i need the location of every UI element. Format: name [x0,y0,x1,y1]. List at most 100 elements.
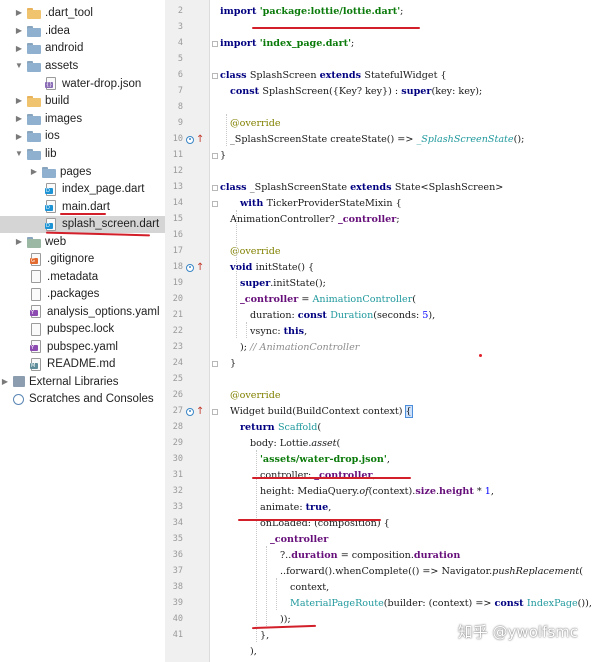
code-line-40[interactable]: )); [280,612,291,628]
line-number: 30 [172,454,183,464]
code-line-35[interactable]: _controller [270,532,328,548]
line-number: 7 [177,86,183,96]
code-line-24[interactable]: } [230,356,236,372]
code-line-14[interactable]: with TickerProviderStateMixin { [240,196,402,212]
fold-toggle-icon[interactable] [212,41,218,47]
code-line-30[interactable]: 'assets/water-drop.json', [260,452,390,468]
chevron-right-icon[interactable]: ▶ [15,131,23,141]
tree-item-external-libraries[interactable]: ▶ External Libraries [0,373,165,391]
tree-item-assets[interactable]: ▼ assets [0,57,165,75]
line-number: 27 [172,406,183,416]
code-line-17[interactable]: @override [230,244,281,260]
code-line-9[interactable]: @override [230,116,281,132]
code-line-37[interactable]: ..forward().whenComplete(() => Navigator… [280,564,583,580]
code-token: size [415,486,436,497]
code-line-18[interactable]: void initState() { [230,260,314,276]
code-line-33[interactable]: animate: true, [260,500,331,516]
editor-gutter: 1234567891011121314151617181920212223242… [165,0,210,662]
implements-arrow-icon[interactable]: ↑ [196,134,205,145]
chevron-right-icon[interactable]: ▶ [15,8,23,18]
fold-toggle-icon[interactable] [212,409,218,415]
fold-toggle-icon[interactable] [212,361,218,367]
implements-arrow-icon[interactable]: ↑ [196,406,205,417]
code-line-1[interactable]: import 'package:flutter/material.dart'; [220,0,426,4]
fold-toggle-icon[interactable] [212,73,218,79]
code-line-26[interactable]: @override [230,388,281,404]
tree-item-idea[interactable]: ▶ .idea [0,22,165,40]
code-line-19[interactable]: super.initState(); [240,276,326,292]
code-line-10[interactable]: _SplashScreenState createState() => _Spl… [230,132,524,148]
tree-item-dart-tool[interactable]: ▶ .dart_tool [0,4,165,22]
code-token: _controller [270,534,329,545]
code-token: ), [250,646,257,657]
chevron-right-icon[interactable]: ▶ [15,114,23,124]
chevron-right-icon[interactable]: ▶ [1,377,9,387]
chevron-right-icon[interactable]: ▶ [15,96,23,106]
tree-item-pages[interactable]: ▶ pages [0,163,165,181]
tree-item-pubspec-lock[interactable]: pubspec.lock [0,321,165,339]
code-line-27[interactable]: Widget build(BuildContext context) { [230,404,413,420]
code-token: Widget build(BuildContext context) [230,406,406,417]
code-token: _SplashScreenState [249,182,351,193]
tree-item-build[interactable]: ▶ build [0,92,165,110]
tree-item-readme[interactable]: M README.md [0,356,165,374]
code-line-20[interactable]: _controller = AnimationController( [240,292,416,308]
indent-guide [246,322,247,338]
tree-item-lib[interactable]: ▼ lib [0,145,165,163]
code-line-15[interactable]: AnimationController? _controller; [230,212,400,228]
chevron-right-icon[interactable]: ▶ [15,237,23,247]
tree-item-pubspec-yaml[interactable]: Y pubspec.yaml [0,338,165,356]
code-line-21[interactable]: duration: const Duration(seconds: 5), [250,308,435,324]
code-line-31[interactable]: controller: _controller, [260,468,376,484]
tree-item-water-drop-json[interactable]: {} water-drop.json [0,75,165,93]
code-line-11[interactable]: } [220,148,226,164]
tree-item-scratches[interactable]: Scratches and Consoles [0,391,165,409]
chevron-down-icon[interactable]: ▼ [15,149,23,159]
line-number: 14 [172,198,183,208]
code-line-41[interactable]: }, [260,628,269,644]
chevron-right-icon[interactable]: ▶ [15,43,23,53]
override-marker-icon[interactable] [186,407,194,416]
code-line-7[interactable]: const SplashScreen({Key? key}) : super(k… [230,84,482,100]
implements-arrow-icon[interactable]: ↑ [196,262,205,273]
code-line-32[interactable]: height: MediaQuery.of(context).size.heig… [260,484,494,500]
tree-item-web[interactable]: ▶ web [0,233,165,251]
fold-toggle-icon[interactable] [212,185,218,191]
code-line-42[interactable]: ), [250,644,257,660]
chevron-right-icon[interactable]: ▶ [30,167,38,177]
tree-item-images[interactable]: ▶ images [0,110,165,128]
fold-toggle-icon[interactable] [212,153,218,159]
override-marker-icon[interactable] [186,263,194,272]
tree-item-packages[interactable]: .packages [0,286,165,304]
code-line-29[interactable]: body: Lottie.asset( [250,436,340,452]
code-line-34[interactable]: onLoaded: (composition) { [260,516,390,532]
code-line-13[interactable]: class _SplashScreenState extends State<S… [220,180,503,196]
code-line-22[interactable]: vsync: this, [250,324,307,340]
chevron-down-icon[interactable]: ▼ [15,61,23,71]
code-line-6[interactable]: class SplashScreen extends StatefulWidge… [220,68,447,84]
override-marker-icon[interactable] [186,135,194,144]
line-number: 32 [172,486,183,496]
tree-item-analysis-options[interactable]: Y analysis_options.yaml [0,303,165,321]
code-line-4[interactable]: import 'index_page.dart'; [220,36,354,52]
tree-item-splash-screen-dart[interactable]: D splash_screen.dart [0,215,165,233]
external-libraries-icon [13,376,25,388]
tree-item-main-dart[interactable]: D main.dart [0,198,165,216]
code-token: ( [579,566,584,577]
tree-item-metadata[interactable]: .metadata [0,268,165,286]
code-line-36[interactable]: ?..duration = composition.duration [280,548,460,564]
dart-file-icon: D [45,182,56,196]
chevron-right-icon[interactable]: ▶ [15,26,23,36]
code-editor[interactable]: 1234567891011121314151617181920212223242… [165,0,600,662]
code-line-23[interactable]: ); // AnimationController [240,340,359,356]
tree-item-gitignore[interactable]: G .gitignore [0,251,165,269]
tree-item-ios[interactable]: ▶ ios [0,128,165,146]
tree-item-android[interactable]: ▶ android [0,40,165,58]
code-line-39[interactable]: MaterialPageRoute(builder: (context) => … [290,596,592,612]
code-line-2[interactable]: import 'package:lottie/lottie.dart'; [220,4,403,20]
tree-item-index-page-dart[interactable]: D index_page.dart [0,181,165,199]
file-icon [31,270,41,284]
fold-toggle-icon[interactable] [212,201,218,207]
code-line-38[interactable]: context, [290,580,329,596]
code-line-28[interactable]: return Scaffold( [240,420,321,436]
